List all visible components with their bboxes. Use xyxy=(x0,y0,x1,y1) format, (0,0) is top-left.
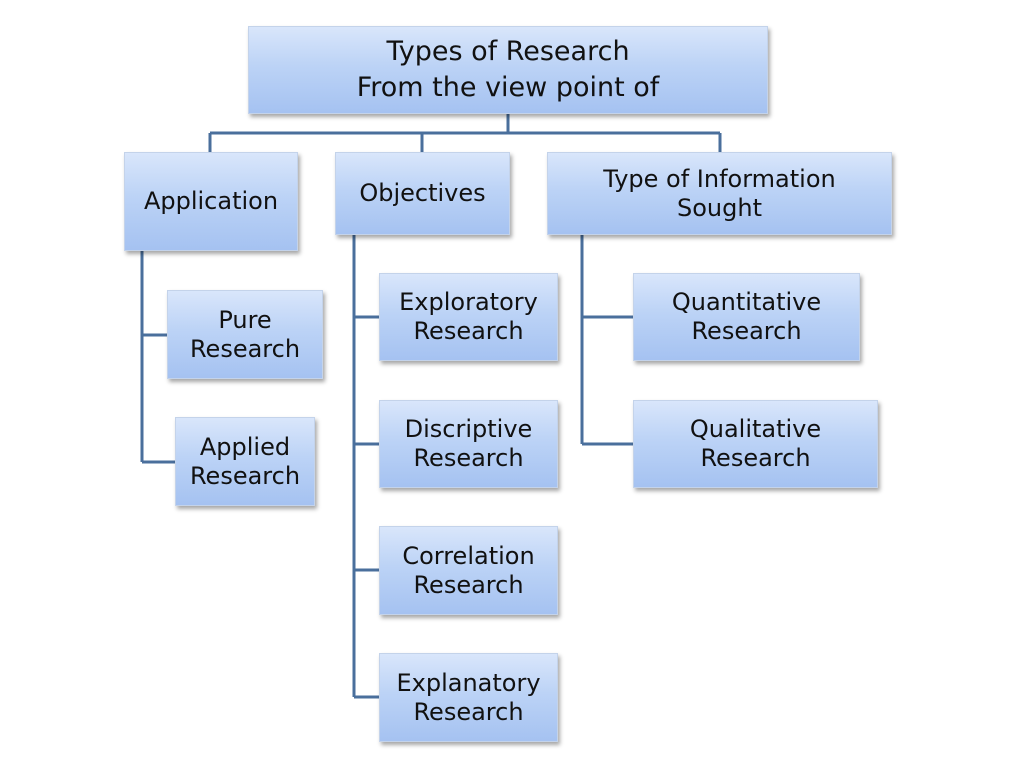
root-node: Types of Research From the view point of xyxy=(248,26,768,114)
node-pure-research: Pure Research xyxy=(167,290,323,379)
node-pure-research-line1: Pure xyxy=(218,305,272,334)
node-correlation-research-line1: Correlation xyxy=(402,541,535,570)
node-explanatory-research-line2: Research xyxy=(413,697,524,726)
node-discriptive-research-line1: Discriptive xyxy=(404,415,533,444)
node-applied-research-line2: Research xyxy=(189,461,301,490)
branch-application: Application xyxy=(124,152,298,251)
node-exploratory-research: Exploratory Research xyxy=(379,273,558,361)
branch-objectives: Objectives xyxy=(335,152,510,235)
node-exploratory-research-line2: Research xyxy=(413,317,524,345)
node-applied-research: Applied Research xyxy=(175,417,315,506)
node-explanatory-research: Explanatory Research xyxy=(379,653,558,742)
node-discriptive-research: Discriptive Research xyxy=(379,400,558,488)
node-qualitative-research: Qualitative Research xyxy=(633,400,878,488)
node-correlation-research: Correlation Research xyxy=(379,526,558,615)
node-exploratory-research-line1: Exploratory xyxy=(399,288,538,317)
branch-type-of-information-line1: Type of Information xyxy=(603,164,836,193)
node-applied-research-line1: Applied xyxy=(199,432,291,461)
node-explanatory-research-line1: Explanatory xyxy=(396,668,541,697)
root-title: Types of Research xyxy=(386,35,630,67)
branch-application-label: Application xyxy=(143,187,279,216)
node-qualitative-research-line1: Qualitative xyxy=(689,415,822,444)
branch-type-of-information: Type of Information Sought xyxy=(547,152,892,235)
node-quantitative-research: Quantitative Research xyxy=(633,273,860,361)
node-qualitative-research-line2: Research xyxy=(700,444,811,472)
root-subtitle: From the view point of xyxy=(356,72,660,103)
branch-objectives-label: Objectives xyxy=(359,179,486,208)
node-quantitative-research-line2: Research xyxy=(691,317,802,345)
branch-type-of-information-line2: Sought xyxy=(677,193,762,222)
node-quantitative-research-line1: Quantitative xyxy=(671,288,822,317)
node-discriptive-research-line2: Research xyxy=(413,444,524,472)
node-pure-research-line2: Research xyxy=(189,334,301,363)
node-correlation-research-line2: Research xyxy=(413,570,524,599)
